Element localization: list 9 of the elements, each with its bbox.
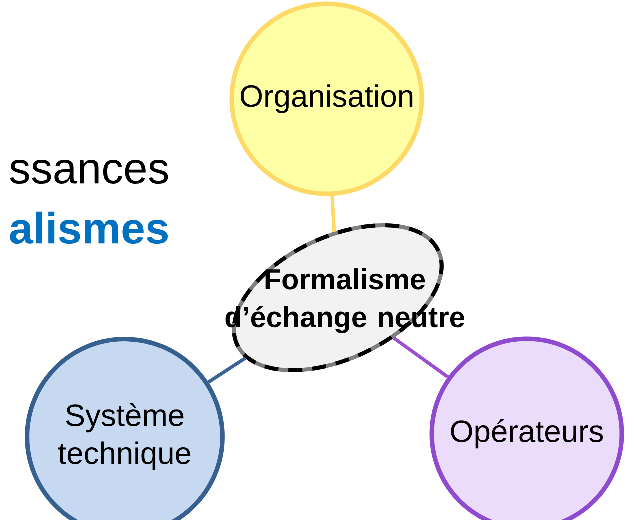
connector-line [208, 356, 246, 384]
circle-node: Système technique [25, 337, 225, 520]
node-label: Formalisme d’échange neutre [226, 268, 464, 334]
heading-fragment: alismes [10, 212, 168, 244]
connector-line [392, 336, 450, 379]
heading-fragment: ssances [10, 160, 168, 184]
connector-line [330, 196, 336, 232]
circle-node: Organisation [230, 2, 424, 196]
circle-node: Opérateurs [430, 336, 624, 520]
